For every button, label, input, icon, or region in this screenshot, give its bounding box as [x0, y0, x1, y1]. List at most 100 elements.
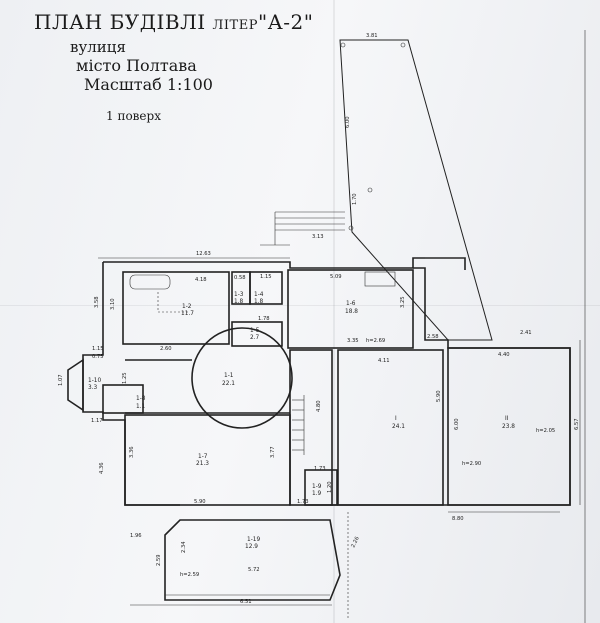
stove — [364, 271, 396, 287]
room-1-1-id: 1-1 — [224, 373, 234, 379]
paper-fold-horizontal — [0, 305, 600, 306]
dim-0-58: 0.58 — [234, 275, 246, 281]
dim-3-36: 3.36 — [129, 446, 135, 458]
room-1-6-id: 1-6 — [346, 301, 356, 307]
entrance-steps — [260, 211, 345, 246]
room-I-area: 24.1 — [392, 424, 405, 430]
dim-5-90b: 5.90 — [194, 499, 206, 505]
room-1-4-id: 1-4 — [254, 292, 264, 298]
title-main: ПЛАН БУДІВЛІ — [34, 10, 206, 34]
dim-h-2-59: h=2.59 — [180, 572, 199, 578]
city-label: місто Полтава — [76, 56, 197, 75]
dim-3-77: 3.77 — [270, 446, 276, 458]
plan-title: ПЛАН БУДІВЛІ ЛІТЕР"А-2" — [34, 10, 313, 34]
dim-1-20: 1.20 — [327, 481, 333, 493]
dim-6-57: 6.57 — [574, 418, 580, 430]
room-1-4-area: 1.8 — [254, 299, 264, 305]
paper-fold-vertical — [333, 0, 335, 623]
room-1-1-rotunda — [191, 327, 293, 429]
dim-1-07: 1.07 — [58, 374, 64, 386]
title-sub: ЛІТЕР — [212, 18, 258, 33]
dim-4-36: 4.36 — [99, 462, 105, 474]
dim-2-58: 2.58 — [427, 334, 439, 340]
yard-marker — [340, 42, 346, 48]
dim-h-2-05: h=2.05 — [536, 428, 555, 434]
dim-4-40: 4.40 — [498, 352, 510, 358]
dim-1-15a: 1.15 — [260, 274, 272, 280]
street-label: вулиця — [70, 38, 126, 56]
room-1-7-id: 1-7 — [198, 454, 208, 460]
dim-5-72: 5.72 — [248, 567, 260, 573]
dim-6-00: 6.00 — [454, 418, 460, 430]
room-1-2-id: 1-2 — [182, 304, 192, 310]
floor-label: 1 поверх — [106, 109, 161, 123]
room-1-9-outline — [304, 469, 338, 506]
dim-2-41: 2.41 — [520, 330, 532, 336]
dim-4-80: 4.80 — [316, 400, 322, 412]
dim-1-73b: 1.73 — [297, 499, 309, 505]
room-1-2-area: 11.7 — [181, 311, 194, 317]
room-1-10-area: 3.3 — [88, 385, 98, 391]
dim-4-18: 4.18 — [195, 277, 207, 283]
room-1-2-outline — [122, 271, 230, 345]
room-1-6-area: 18.8 — [345, 309, 358, 315]
room-1-7-area: 21.3 — [196, 461, 209, 467]
room-1-9-id: 1-9 — [312, 484, 322, 490]
room-1-3-id: 1-3 — [234, 292, 244, 298]
stairs — [292, 395, 305, 455]
room-1-9-area: 1.9 — [312, 491, 322, 497]
room-1-8-outline — [102, 384, 144, 414]
yard-marker — [400, 42, 406, 48]
dim-3-35: 3.35 — [347, 338, 359, 344]
dim-5-09: 5.09 — [330, 274, 342, 280]
room-II-area: 23.8 — [502, 424, 515, 430]
dim-1-70: 1.70 — [352, 193, 358, 205]
dim-2-26: 2.26 — [350, 536, 360, 549]
room-1-1-area: 22.1 — [222, 381, 235, 387]
dim-8-80: 8.80 — [452, 516, 464, 522]
room-1-3-area: 1.8 — [234, 299, 244, 305]
dim-2-34: 2.34 — [181, 541, 187, 553]
room-1-5-id: 1-5 — [250, 328, 260, 334]
dim-3-25: 3.25 — [400, 296, 406, 308]
dim-6-00b: 6.00 — [345, 116, 351, 128]
room-1-2-partition — [157, 292, 190, 313]
dim-3-58: 3.58 — [94, 296, 100, 308]
room-1-8-id: 1-8 — [136, 396, 146, 402]
dim-2-60: 2.60 — [160, 346, 172, 352]
room-1-5-area: 2.7 — [250, 335, 260, 341]
dim-3-10: 3.10 — [110, 298, 116, 310]
room-1-4-outline — [249, 271, 283, 305]
dim-h-2-90: h=2.90 — [462, 461, 481, 467]
dim-1-96: 1.96 — [130, 533, 142, 539]
room-II-id: II — [505, 416, 509, 422]
building-top-wall — [103, 257, 466, 270]
dim-1-25: 1.25 — [122, 372, 128, 384]
dim-1-15b: 1.15 — [92, 346, 104, 352]
room-1-19-id: 1-19 — [247, 537, 260, 543]
room-1-19-area: 12.9 — [245, 544, 258, 550]
yard-marker — [367, 187, 373, 193]
dim-1-17: 1.17 — [91, 418, 103, 424]
dim-4-11: 4.11 — [378, 358, 390, 364]
dim-h-2-69: h=2.69 — [366, 338, 385, 344]
room-I-id: I — [395, 416, 397, 422]
dim-12-63: 12.63 — [196, 251, 211, 257]
dim-5-90a: 5.90 — [436, 390, 442, 402]
dim-2-59: 2.59 — [156, 554, 162, 566]
room-I-outline — [337, 349, 444, 506]
room-1-19-outline — [164, 519, 341, 601]
corridor — [289, 349, 333, 506]
room-1-7-outline — [124, 414, 291, 506]
dim-0-75: 0.75 — [92, 354, 104, 360]
room-1-8-area: 1.1 — [136, 404, 146, 410]
dim-3-81: 3.81 — [366, 33, 378, 39]
dim-1-78: 1.78 — [258, 316, 270, 322]
yard-marker — [348, 225, 354, 231]
scale-label: Масштаб 1:100 — [84, 75, 213, 94]
dim-3-13: 3.13 — [312, 234, 324, 240]
dim-1-73a: 1.73 — [314, 466, 326, 472]
building-right-wall — [413, 267, 571, 506]
